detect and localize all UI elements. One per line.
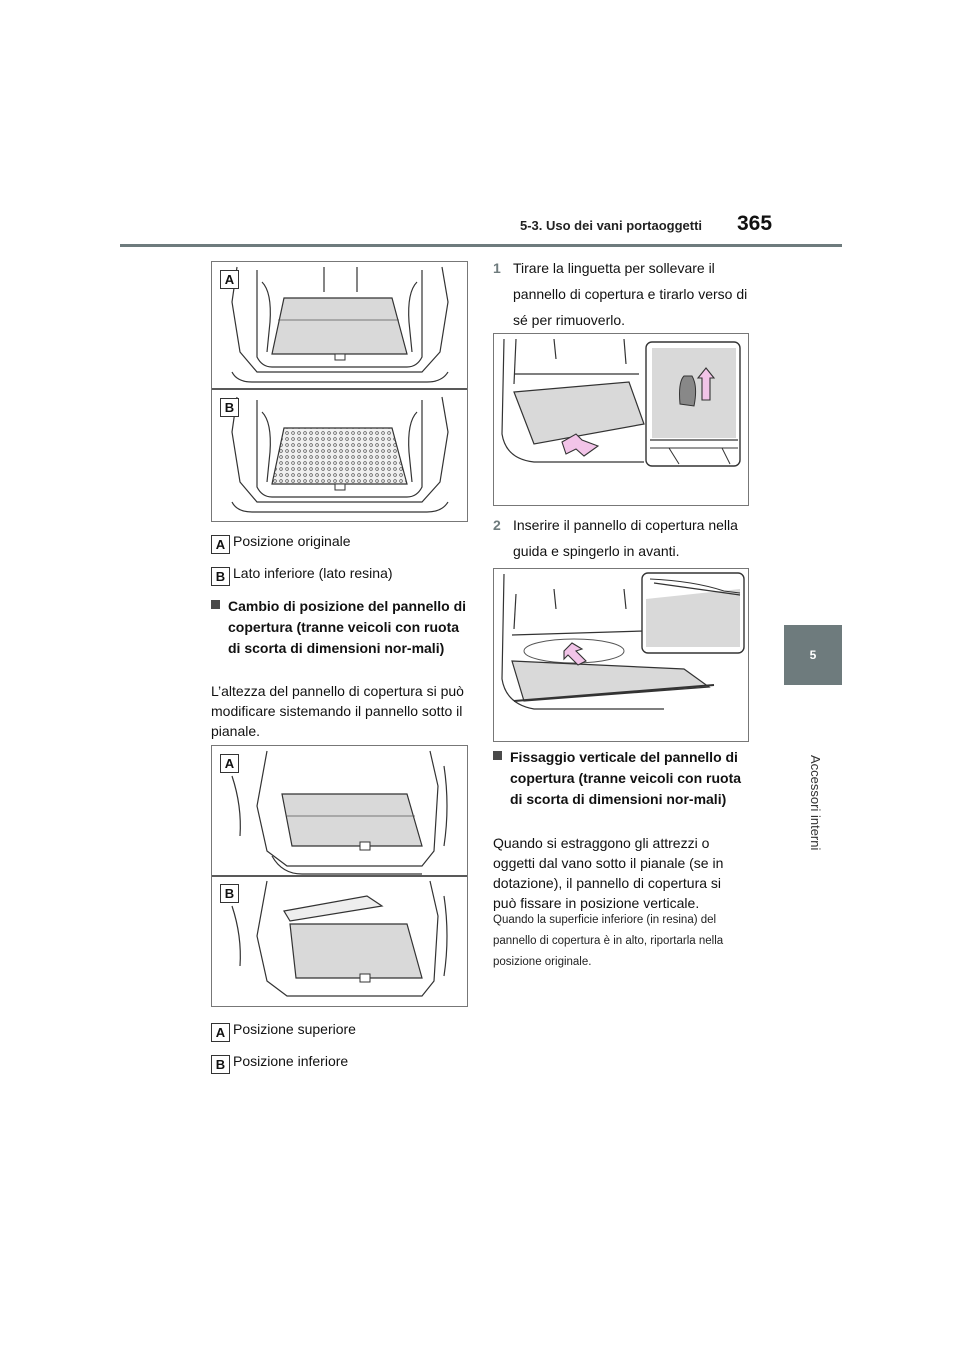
trunk-illustration-3 xyxy=(501,338,741,467)
step-text: Tirare la linguetta per sollevare il pan… xyxy=(513,260,748,328)
figure-badge-a: A xyxy=(220,270,239,289)
page-number: 365 xyxy=(737,212,773,235)
legend-badge: A xyxy=(211,1023,230,1042)
figure-badge-b: B xyxy=(220,398,239,417)
figure-remove-cover xyxy=(493,333,749,506)
legend-badge: B xyxy=(211,567,230,586)
note-text: Quando la superficie inferiore (in resin… xyxy=(493,914,724,968)
section-title: 5-3. Uso dei vani portaoggetti xyxy=(520,218,703,233)
step-number: 1 xyxy=(493,260,501,276)
body-paragraph: Quando si estraggono gli attrezzi o ogge… xyxy=(493,835,724,911)
legend-text: Posizione inferiore xyxy=(233,1053,349,1069)
trunk-illustration-1 xyxy=(212,266,467,513)
trunk-illustration-4 xyxy=(501,572,745,710)
legend-text: Lato inferiore (lato resina) xyxy=(233,565,393,581)
section-heading-vertical-fix: Fissaggio verticale del pannello di cope… xyxy=(493,747,751,810)
body-paragraph: L’altezza del pannello di copertura si p… xyxy=(211,683,464,739)
figure-cover-heights: A B xyxy=(211,745,468,1007)
legend-badge: B xyxy=(211,1055,230,1074)
figure-cover-positions: A B xyxy=(211,261,468,522)
header-rule xyxy=(120,244,842,247)
legend-badge: A xyxy=(211,535,230,554)
bullet-square-icon xyxy=(493,751,502,760)
figure-insert-cover xyxy=(493,568,749,742)
figure-badge-b: B xyxy=(220,884,239,903)
bullet-square-icon xyxy=(211,600,220,609)
chapter-label: Accessori interni xyxy=(808,755,823,851)
legend-text: Posizione originale xyxy=(233,533,351,549)
figure-badge-a: A xyxy=(220,754,239,773)
step-2: 2 Inserire il pannello di copertura nell… xyxy=(493,512,748,564)
section-heading-change-position: Cambio di posizione del pannello di cope… xyxy=(211,596,469,659)
legend-text: Posizione superiore xyxy=(233,1021,356,1037)
chapter-tab: 5 xyxy=(784,625,842,685)
step-1: 1 Tirare la linguetta per sollevare il p… xyxy=(493,255,748,333)
trunk-illustration-2 xyxy=(212,750,467,997)
step-number: 2 xyxy=(493,517,501,533)
step-text: Inserire il pannello di copertura nella … xyxy=(513,517,738,559)
